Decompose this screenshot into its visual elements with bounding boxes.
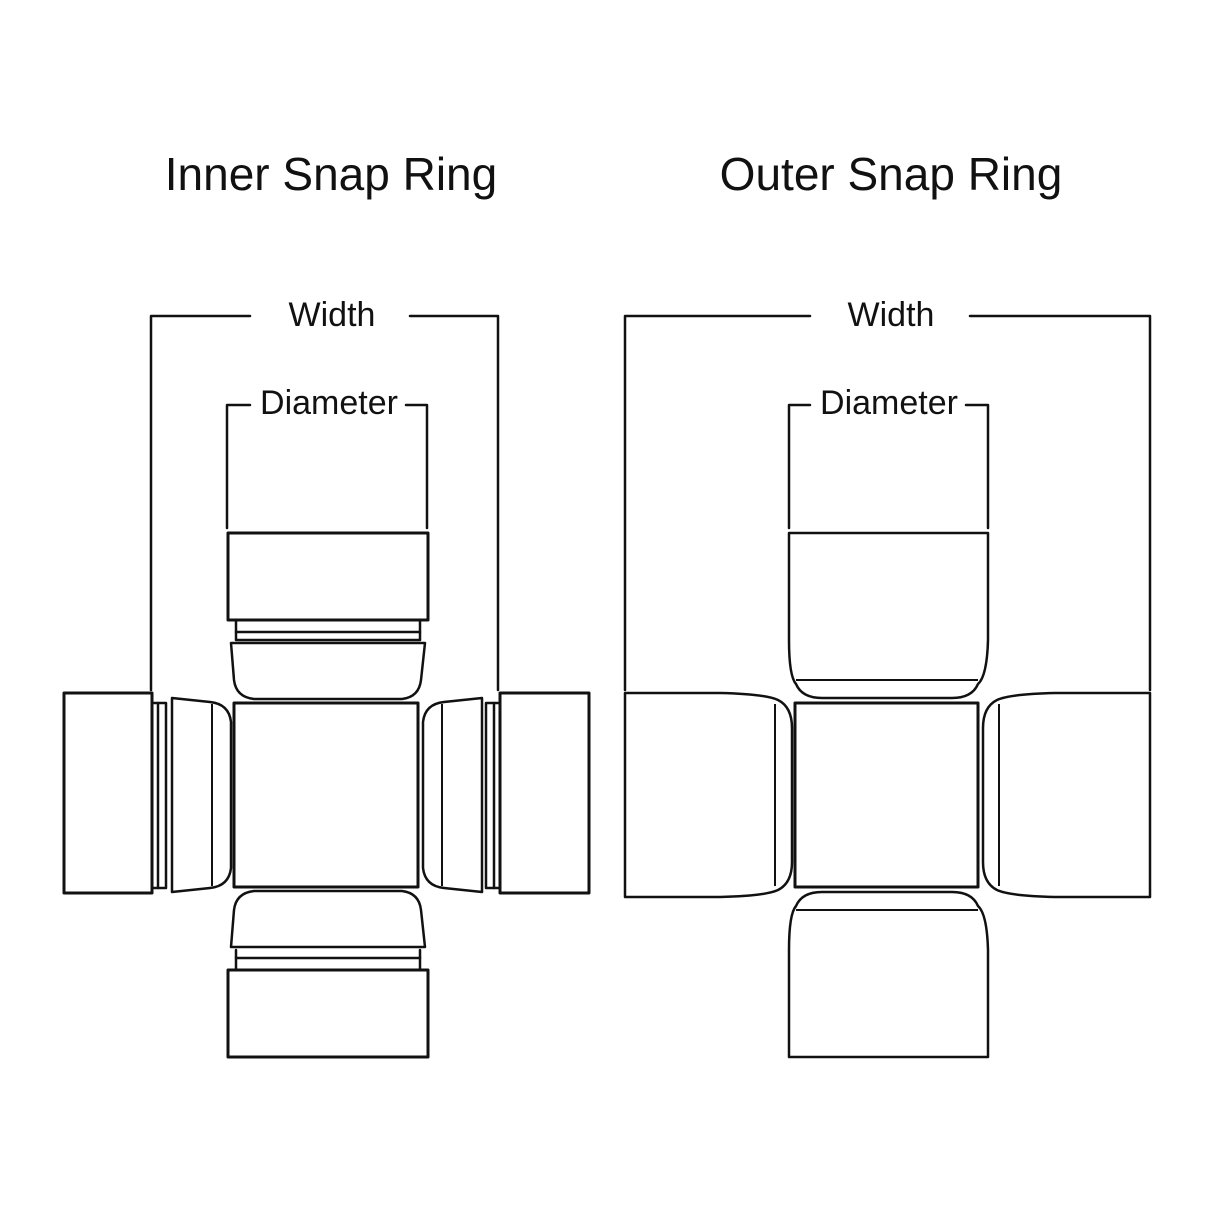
outer-snap-ring-panel: Outer Snap Ring Width Diameter [623,148,1152,1059]
outer-diameter-label: Diameter [820,384,958,422]
outer-panel-title: Outer Snap Ring [720,148,1063,200]
outer-left-bearing-cap [623,691,794,899]
outer-width-label: Width [848,296,935,334]
inner-right-trunnion [421,696,484,894]
inner-u-joint-drawing [62,531,591,1059]
inner-joint-body [232,701,420,889]
inner-width-label: Width [289,296,376,334]
inner-snap-ring-panel: Inner Snap Ring Width Diameter [62,148,591,1059]
inner-width-bracket-right [408,314,500,692]
inner-diameter-bracket-left [225,403,252,530]
inner-top-trunnion [229,641,427,701]
outer-width-bracket-right [968,314,1152,692]
inner-right-bearing-cap [498,691,591,895]
outer-width-dimension: Width [623,296,1152,692]
inner-top-bearing-cap [226,531,430,622]
inner-width-dimension: Width [149,296,500,692]
inner-panel-title: Inner Snap Ring [165,148,497,200]
outer-diameter-dimension: Diameter [787,384,990,530]
inner-top-snap-ring [234,618,422,642]
inner-bottom-snap-ring [234,948,422,972]
outer-bottom-bearing-cap [787,890,990,1059]
inner-bottom-trunnion [229,889,427,949]
inner-width-bracket-left [149,314,252,692]
inner-diameter-dimension: Diameter [225,384,429,530]
outer-right-bearing-cap [981,691,1152,899]
outer-diameter-bracket-right [964,403,990,530]
inner-bottom-bearing-cap [226,968,430,1059]
outer-top-bearing-cap [787,531,990,700]
inner-left-bearing-cap [62,691,154,895]
inner-diameter-bracket-right [404,403,429,530]
inner-diameter-label: Diameter [260,384,398,422]
outer-joint-body [793,701,980,889]
inner-left-trunnion [170,696,233,894]
outer-width-bracket-left [623,314,812,692]
outer-u-joint-drawing [623,531,1152,1059]
outer-diameter-bracket-left [787,403,812,530]
